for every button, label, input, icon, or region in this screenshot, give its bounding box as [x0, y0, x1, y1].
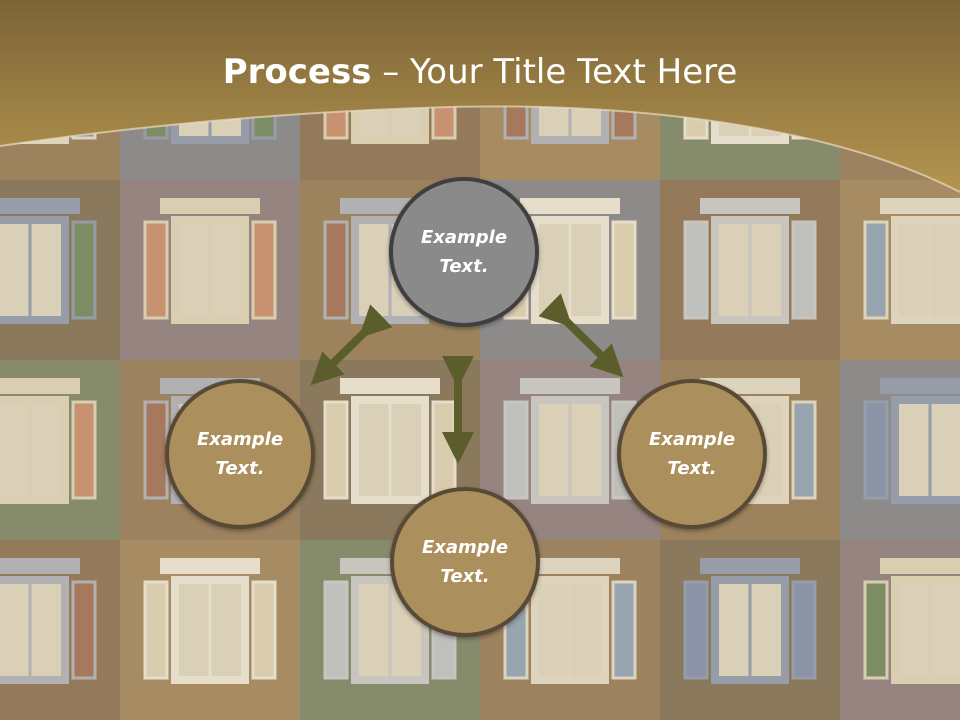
node-text-line1: Example [648, 429, 736, 450]
node-text-line2: Text. [215, 458, 265, 479]
process-node-right: Example Text. [617, 379, 767, 529]
process-node-top: Example Text. [389, 177, 539, 327]
title-rest: – Your Title Text Here [371, 52, 738, 92]
node-text-line2: Text. [667, 458, 717, 479]
process-node-left: Example Text. [165, 379, 315, 529]
arrow-top-right [538, 293, 624, 378]
slide-title: Process – Your Title Text Here [0, 52, 960, 92]
node-text-line2: Text. [440, 566, 490, 587]
process-node-bottom: Example Text. [390, 487, 540, 637]
header-band [0, 0, 960, 193]
node-text-line1: Example [420, 227, 508, 248]
node-text-line1: Example [196, 429, 284, 450]
arrow-top-left [310, 304, 393, 386]
node-text-line1: Example [421, 537, 509, 558]
title-bold: Process [222, 52, 372, 92]
node-text-line2: Text. [439, 256, 489, 277]
